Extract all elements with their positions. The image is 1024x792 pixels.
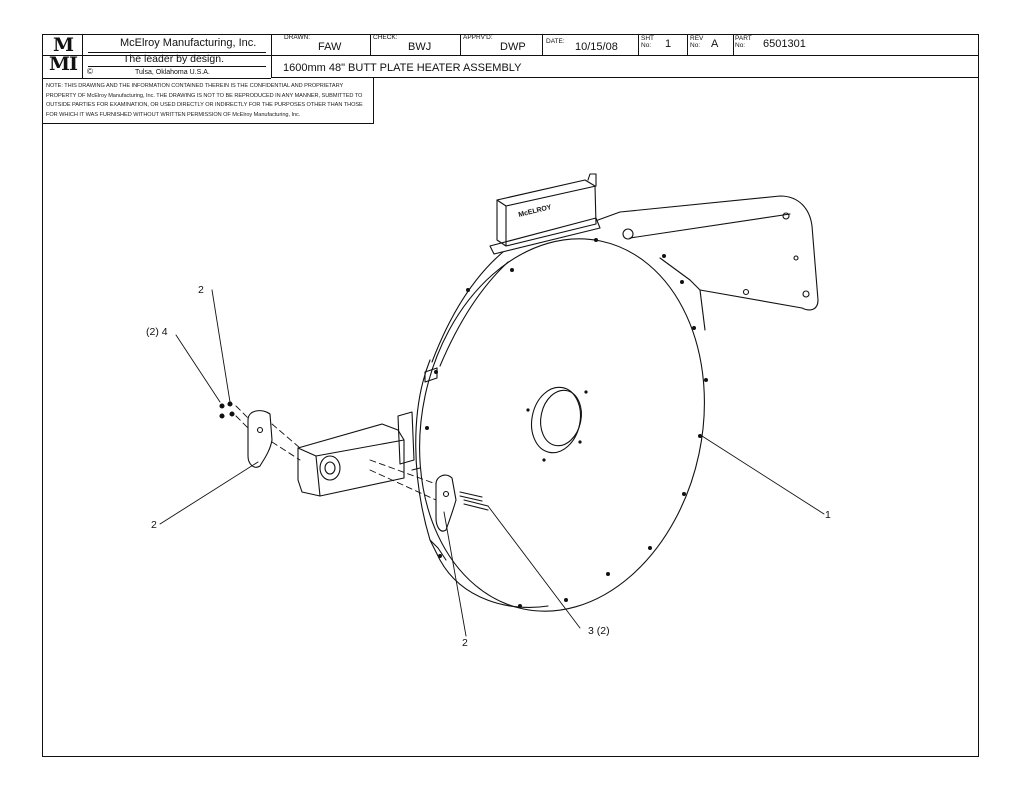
company-location: Tulsa, Oklahoma U.S.A. xyxy=(135,69,210,76)
right-clip xyxy=(435,474,457,532)
plate-bolt-holes xyxy=(425,238,708,608)
callout-1: 1 xyxy=(825,509,831,521)
sht-label: SHT No: xyxy=(641,35,654,49)
date-value: 10/15/08 xyxy=(575,41,618,53)
handle-brand-text: McELROY xyxy=(518,204,553,219)
title-block-row1 xyxy=(42,34,979,56)
divider xyxy=(687,34,688,56)
pins xyxy=(459,491,489,511)
part-value: 6501301 xyxy=(763,38,806,50)
title-block-row2 xyxy=(271,56,979,78)
divider xyxy=(42,78,271,79)
callout-3: 3 (2) xyxy=(588,625,610,637)
check-value: BWJ xyxy=(408,41,432,53)
drawing-title: 1600mm 48" BUTT PLATE HEATER ASSEMBLY xyxy=(283,62,522,74)
screws xyxy=(219,401,235,419)
drawing-sheet-border xyxy=(42,34,979,757)
confidentiality-note: NOTE: THIS DRAWING AND THE INFORMATION C… xyxy=(46,83,363,118)
divider xyxy=(271,34,272,78)
leader-lines xyxy=(159,289,825,637)
heater-arm xyxy=(597,195,819,331)
logo-line1: M xyxy=(52,34,74,56)
check-label: CHECK: xyxy=(373,34,398,41)
divider xyxy=(638,34,639,56)
heater-plate xyxy=(411,238,705,612)
mount-bracket xyxy=(297,411,415,497)
drawn-value: FAW xyxy=(318,41,342,53)
assembly-dashed-lines xyxy=(235,405,437,501)
part-label: PART No: xyxy=(735,35,752,49)
apprvd-value: DWP xyxy=(500,41,526,53)
tagline-underline xyxy=(88,66,266,67)
left-clip xyxy=(247,410,273,468)
mmi-logo: M MI xyxy=(46,36,80,76)
company-underline xyxy=(88,52,266,53)
callout-4: (2) 4 xyxy=(146,326,168,338)
callout-2-left: 2 xyxy=(151,519,157,531)
heater-handle xyxy=(489,173,601,255)
drawn-label: DRAWN: xyxy=(284,34,311,41)
divider xyxy=(460,34,461,56)
sht-value: 1 xyxy=(665,38,672,50)
divider xyxy=(370,34,371,56)
apprvd-label: APPRV'D: xyxy=(463,34,493,41)
registered-mark-icon: © xyxy=(87,67,93,76)
rev-value: A xyxy=(711,38,719,50)
company-tagline: The leader by design. xyxy=(123,53,224,65)
divider xyxy=(542,34,543,56)
rev-label: REV No: xyxy=(690,35,704,49)
divider xyxy=(733,34,734,56)
date-label: DATE: xyxy=(546,38,565,45)
company-name: McElroy Manufacturing, Inc. xyxy=(120,37,257,49)
callout-2-bottom: 2 xyxy=(462,637,468,649)
callout-2-top: 2 xyxy=(198,284,204,296)
logo-line2: MI xyxy=(49,53,78,75)
divider xyxy=(82,34,83,78)
note-box xyxy=(42,78,374,124)
